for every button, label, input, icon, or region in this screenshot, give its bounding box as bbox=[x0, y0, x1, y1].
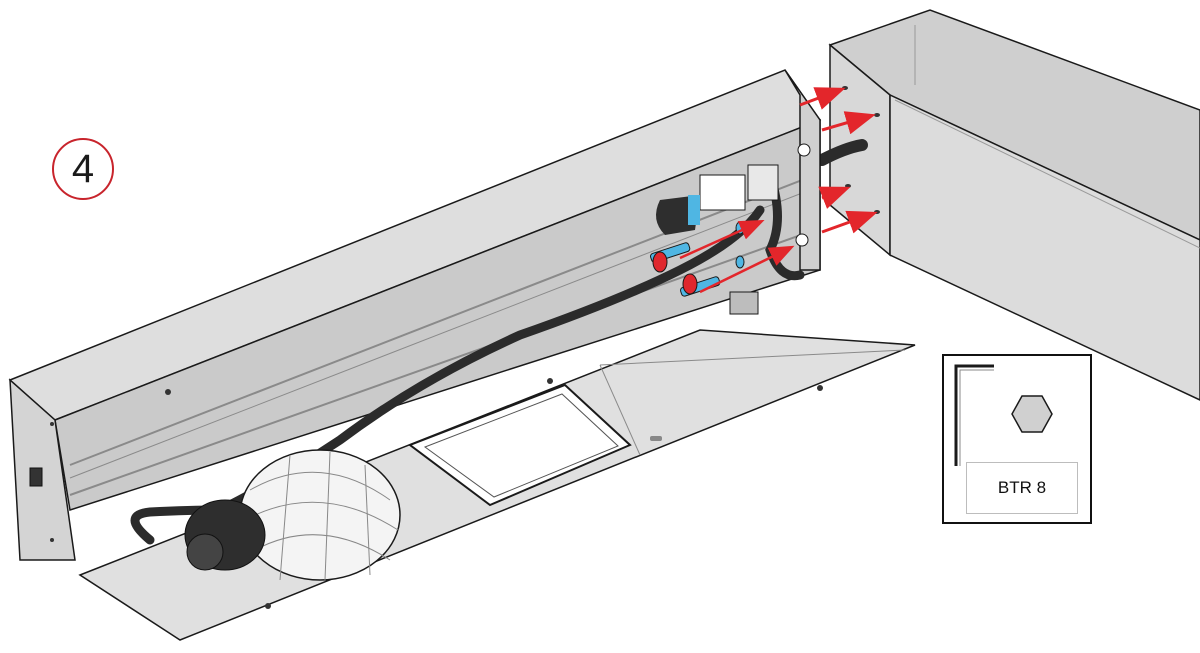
wall-unit bbox=[816, 9, 1200, 401]
arrow bbox=[818, 186, 851, 209]
arrow bbox=[679, 219, 765, 260]
arrow bbox=[699, 245, 795, 294]
arrow bbox=[799, 87, 846, 110]
arrow bbox=[821, 111, 876, 135]
main-housing bbox=[8, 69, 822, 561]
terminal-block bbox=[656, 164, 779, 235]
fan-motor bbox=[184, 449, 401, 581]
power-cable bbox=[130, 205, 765, 545]
tool-panel: BTR 8 bbox=[942, 354, 1092, 524]
step-number-badge: 4 bbox=[52, 138, 114, 200]
step-number: 4 bbox=[71, 146, 95, 191]
arrow bbox=[821, 210, 878, 234]
assembly-arrows bbox=[679, 87, 878, 294]
tool-label: BTR 8 bbox=[966, 462, 1078, 514]
hex-key-icon bbox=[954, 364, 1053, 466]
